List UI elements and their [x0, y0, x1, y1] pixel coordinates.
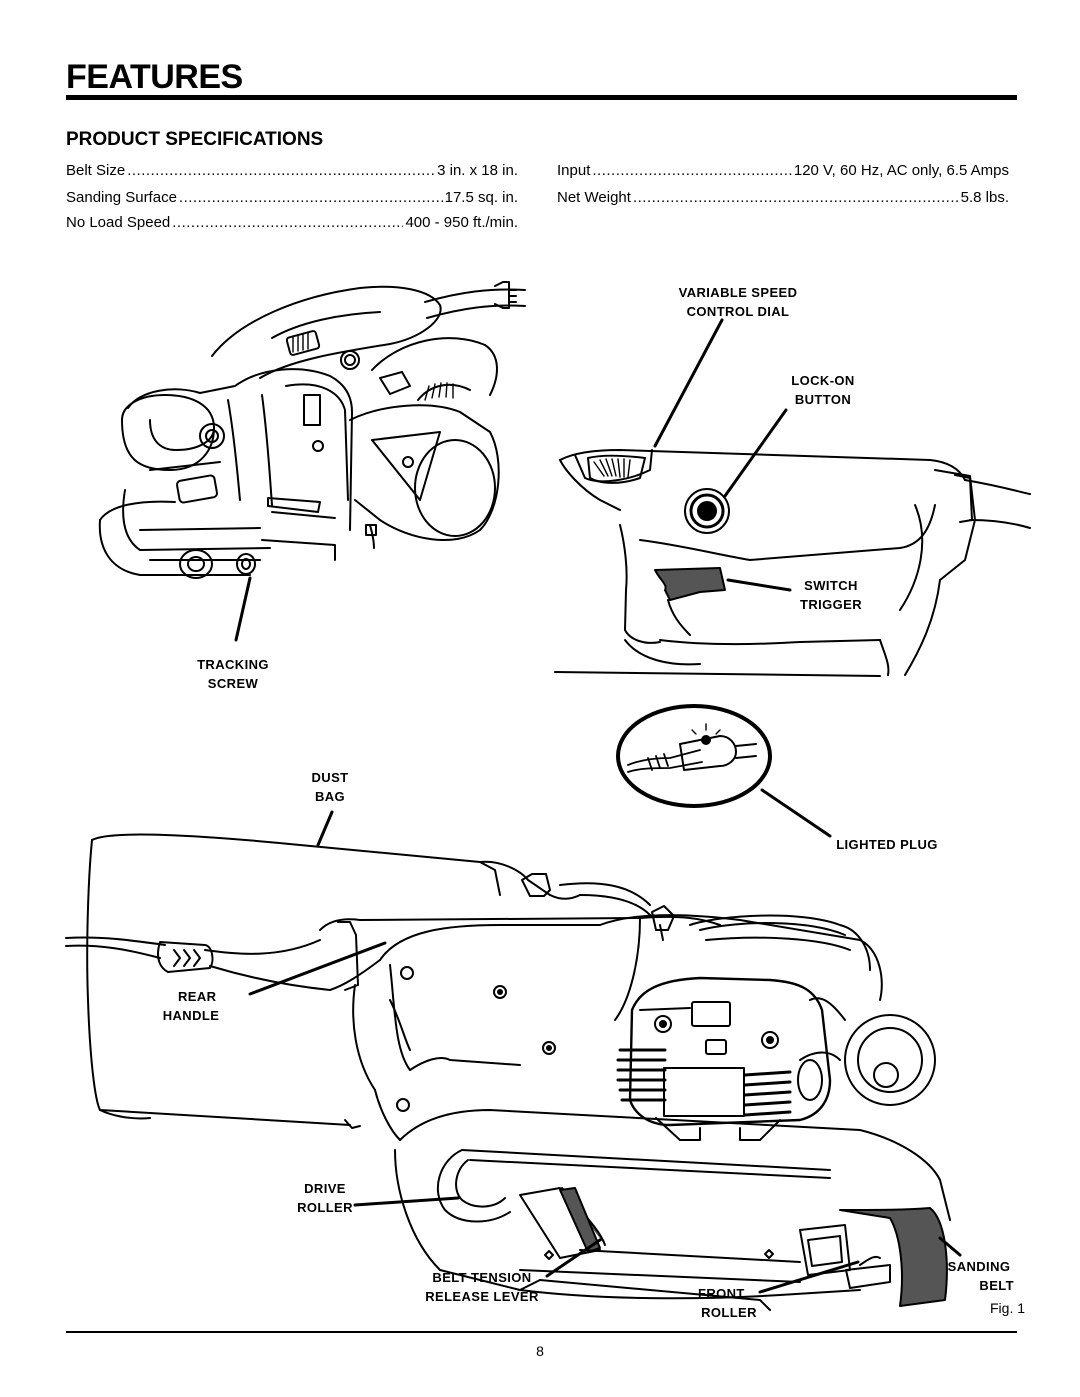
- spec-label: No Load Speed: [66, 214, 171, 231]
- callout-variable-speed-dial: VARIABLE SPEED CONTROL DIAL: [652, 283, 824, 321]
- callout-line: SWITCH: [804, 578, 858, 593]
- callout-line: FRONT: [698, 1286, 745, 1301]
- callout-sanding-belt: SANDING BELT: [938, 1257, 1020, 1295]
- lighted-plug-inset-drawing: [616, 704, 832, 838]
- callout-line: SANDING: [947, 1259, 1011, 1274]
- spec-value: 3 in. x 18 in.: [437, 162, 518, 179]
- callout-line: ROLLER: [297, 1200, 353, 1215]
- specs-heading: PRODUCT SPECIFICATIONS: [66, 129, 324, 150]
- spec-label: Input: [557, 162, 591, 179]
- callout-line: ROLLER: [701, 1305, 757, 1320]
- callout-rear-handle: REAR HANDLE: [148, 987, 234, 1025]
- spec-value: 17.5 sq. in.: [444, 189, 518, 206]
- spec-input: Input 120 V, 60 Hz, AC only, 6.5 Amps: [557, 162, 1009, 180]
- spec-value: 120 V, 60 Hz, AC only, 6.5 Amps: [793, 162, 1009, 179]
- callout-line: TRIGGER: [799, 597, 863, 612]
- spec-net-weight: Net Weight 5.8 lbs.: [557, 189, 1009, 207]
- spec-label: Sanding Surface: [66, 189, 177, 206]
- callout-dust-bag: DUST BAG: [300, 768, 360, 806]
- callout-switch-trigger: SWITCH TRIGGER: [786, 576, 876, 614]
- callout-line: HANDLE: [162, 1008, 220, 1023]
- spec-sanding-surface: Sanding Surface 17.5 sq. in.: [66, 189, 518, 207]
- callout-line: BUTTON: [794, 392, 852, 407]
- callout-line: TRACKING: [197, 657, 269, 672]
- callout-drive-roller: DRIVE ROLLER: [290, 1179, 360, 1217]
- callout-line: REAR: [178, 989, 217, 1004]
- page-number: 8: [536, 1343, 544, 1359]
- callout-line: VARIABLE SPEED: [678, 285, 798, 300]
- callout-line: LOCK-ON: [791, 373, 855, 388]
- callout-line: BAG: [314, 789, 346, 804]
- sander-front-view-drawing: [98, 281, 526, 642]
- callout-line: DRIVE: [304, 1181, 346, 1196]
- callout-tracking-screw: TRACKING SCREW: [178, 655, 288, 693]
- callout-belt-tension-lever: BELT TENSION RELEASE LEVER: [412, 1268, 552, 1306]
- handle-closeup-drawing: [554, 318, 1031, 677]
- callout-lighted-plug: LIGHTED PLUG: [820, 835, 954, 854]
- callout-line: DUST: [311, 770, 349, 785]
- spec-label: Net Weight: [557, 189, 631, 206]
- callout-line: LIGHTED PLUG: [836, 837, 938, 852]
- callout-front-roller: FRONT ROLLER: [692, 1284, 766, 1322]
- callout-line: RELEASE LEVER: [425, 1289, 539, 1304]
- callout-line: SCREW: [207, 676, 259, 691]
- footer-divider: [66, 1331, 1017, 1333]
- spec-value: 5.8 lbs.: [960, 189, 1009, 206]
- spec-label: Belt Size: [66, 162, 126, 179]
- callout-line: BELT TENSION: [432, 1270, 532, 1285]
- callout-line: BELT: [979, 1278, 1014, 1293]
- callout-lock-on-button: LOCK-ON BUTTON: [778, 371, 868, 409]
- spec-belt-size: Belt Size 3 in. x 18 in.: [66, 162, 518, 180]
- figure-label: Fig. 1: [990, 1300, 1026, 1316]
- spec-value: 400 - 950 ft./min.: [405, 214, 518, 231]
- callout-line: CONTROL DIAL: [686, 304, 790, 319]
- sander-side-view-drawing: [65, 810, 962, 1311]
- spec-no-load-speed: No Load Speed 400 - 950 ft./min.: [66, 214, 518, 232]
- title-divider: [66, 95, 1017, 100]
- page-title: FEATURES: [66, 58, 243, 96]
